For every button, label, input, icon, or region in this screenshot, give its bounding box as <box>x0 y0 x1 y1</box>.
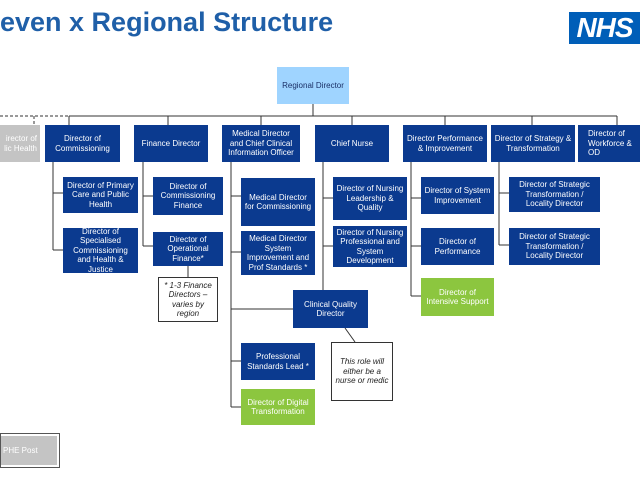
performance-director-box: Director Performance & Improvement <box>403 125 487 162</box>
finance-directors-note: * 1-3 Finance Directors – varies by regi… <box>158 277 218 322</box>
workforce-director-box: Director of Workforce & OD <box>578 125 640 162</box>
regional-director-box: Regional Director <box>277 67 349 104</box>
finance-director-box: Finance Director <box>134 125 208 162</box>
page-title: even x Regional Structure <box>0 7 334 37</box>
nursing-leadership-director-box: Director of Nursing Leadership & Quality <box>333 177 407 220</box>
legend-phe-post: PHE Post <box>1 436 57 465</box>
professional-standards-lead-box: Professional Standards Lead * <box>241 343 315 380</box>
strategy-director-box: Director of Strategy & Transformation <box>491 125 575 162</box>
medical-director-commissioning-box: Medical Director for Commissioning <box>241 178 315 226</box>
primary-care-director-box: Director of Primary Care and Public Heal… <box>63 177 138 213</box>
nursing-development-director-box: Director of Nursing Professional and Sys… <box>333 226 407 267</box>
strategic-transformation-director-box-2: Director of Strategic Transformation / L… <box>509 228 600 265</box>
commissioning-director-box: Director of Commissioning <box>45 125 120 162</box>
nhs-logo: NHS <box>569 12 640 44</box>
strategic-transformation-director-box-1: Director of Strategic Transformation / L… <box>509 177 600 212</box>
intensive-support-director-box: Director of Intensive Support <box>421 278 494 316</box>
specialised-commissioning-director-box: Director of Specialised Commissioning an… <box>63 228 138 273</box>
public-health-director-box: irector of lic Health <box>0 125 40 162</box>
medical-director-system-improvement-box: Medical Director System Improvement and … <box>241 231 315 275</box>
performance-director-sub-box: Director of Performance <box>421 228 494 265</box>
digital-transformation-director-box: Director of Digital Transformation <box>241 389 315 425</box>
chief-nurse-box: Chief Nurse <box>315 125 389 162</box>
medical-director-box: Medical Director and Chief Clinical Info… <box>222 125 300 162</box>
system-improvement-director-box: Director of System Improvement <box>421 177 494 214</box>
operational-finance-director-box: Director of Operational Finance* <box>153 232 223 266</box>
clinical-role-note: This role will either be a nurse or medi… <box>331 342 393 401</box>
commissioning-finance-director-box: Director of Commissioning Finance <box>153 177 223 215</box>
clinical-quality-director-box: Clinical Quality Director <box>293 290 368 328</box>
legend: PHE Post <box>0 433 60 468</box>
